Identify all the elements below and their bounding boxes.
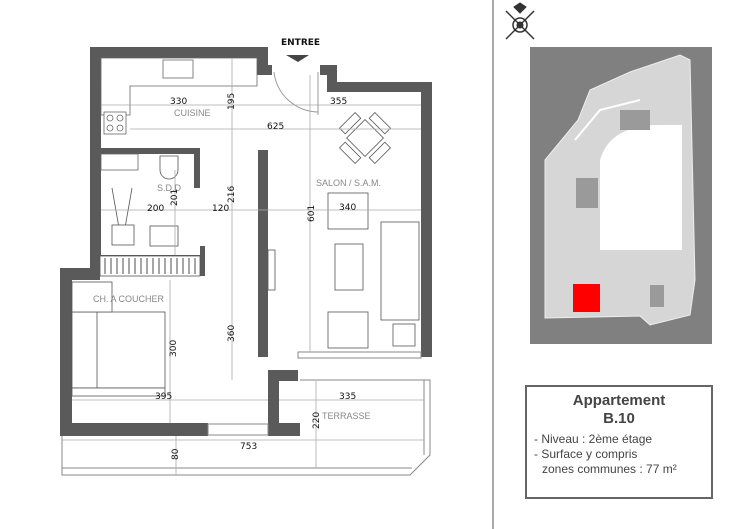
living-furniture xyxy=(267,111,420,349)
dim-total-width: 625 xyxy=(267,122,284,132)
dim-kitchen-width: 330 xyxy=(170,97,187,107)
unit-info-box: Appartement B.10 - Niveau : 2ème étage -… xyxy=(525,385,713,499)
unit-highlight xyxy=(573,284,600,312)
dim-kitchen-depth: 195 xyxy=(227,93,237,110)
dim-terrace-total-width: 753 xyxy=(240,442,257,452)
armchair-icon xyxy=(327,311,369,349)
sofa-icon xyxy=(380,221,420,321)
bathroom-fixtures xyxy=(99,155,201,277)
dim-terrace-lower-depth: 80 xyxy=(171,448,181,460)
site-plan xyxy=(530,47,712,344)
unit-level: - Niveau : 2ème étage xyxy=(534,432,653,446)
washbasin-icon xyxy=(149,225,179,247)
dimension-lines xyxy=(62,58,424,475)
room-label-living: SALON / S.A.M. xyxy=(316,178,381,188)
entrance-label: ENTREE xyxy=(281,38,320,48)
dim-bedroom-width: 395 xyxy=(155,392,172,402)
dim-living-width: 340 xyxy=(339,203,356,213)
shower-icon xyxy=(111,224,135,246)
cooktop-icon xyxy=(103,111,127,135)
dim-terrace-width: 335 xyxy=(339,392,356,402)
entrance-door[interactable] xyxy=(273,55,319,115)
entrance-arrow-icon xyxy=(286,55,309,62)
room-label-bedroom: CH. A COUCHER xyxy=(93,294,165,304)
room-label-bathroom: S.D.D xyxy=(157,183,182,193)
dim-hall-lower-depth: 360 xyxy=(227,325,237,342)
dim-hall-depth: 216 xyxy=(227,186,237,203)
storage-unit xyxy=(100,153,139,171)
sink-icon xyxy=(162,59,194,79)
compass-icon xyxy=(505,2,535,40)
tv-unit-icon xyxy=(267,249,276,291)
walls xyxy=(60,47,432,436)
unit-number: B.10 xyxy=(603,410,635,427)
dim-living-depth: 601 xyxy=(307,205,317,222)
armchair-icon xyxy=(327,192,369,230)
windows xyxy=(207,351,422,436)
terrace xyxy=(61,379,431,476)
coffee-table-icon xyxy=(334,243,364,291)
dining-table-icon xyxy=(338,111,392,165)
wardrobe-icon xyxy=(99,255,201,277)
room-label-kitchen: CUISINE xyxy=(174,108,211,118)
room-label-terrace: TERRASSE xyxy=(322,411,371,421)
unit-surface-line2: zones communes : 77 m² xyxy=(542,462,677,476)
unit-surface-line1: - Surface y compris xyxy=(534,447,638,461)
dim-living-top-width: 355 xyxy=(330,97,347,107)
kitchen-fixtures xyxy=(100,57,258,171)
side-table-icon xyxy=(392,323,416,347)
unit-title: Appartement xyxy=(572,392,666,409)
bed-icon xyxy=(71,281,166,397)
dim-bedroom-depth: 300 xyxy=(169,340,179,357)
dim-terrace-depth: 220 xyxy=(312,412,322,429)
toilet-icon xyxy=(159,155,179,180)
dim-bathroom-width: 200 xyxy=(147,204,164,214)
dim-bathroom-depth: 201 xyxy=(170,189,180,206)
dim-hall-width: 120 xyxy=(212,204,229,214)
